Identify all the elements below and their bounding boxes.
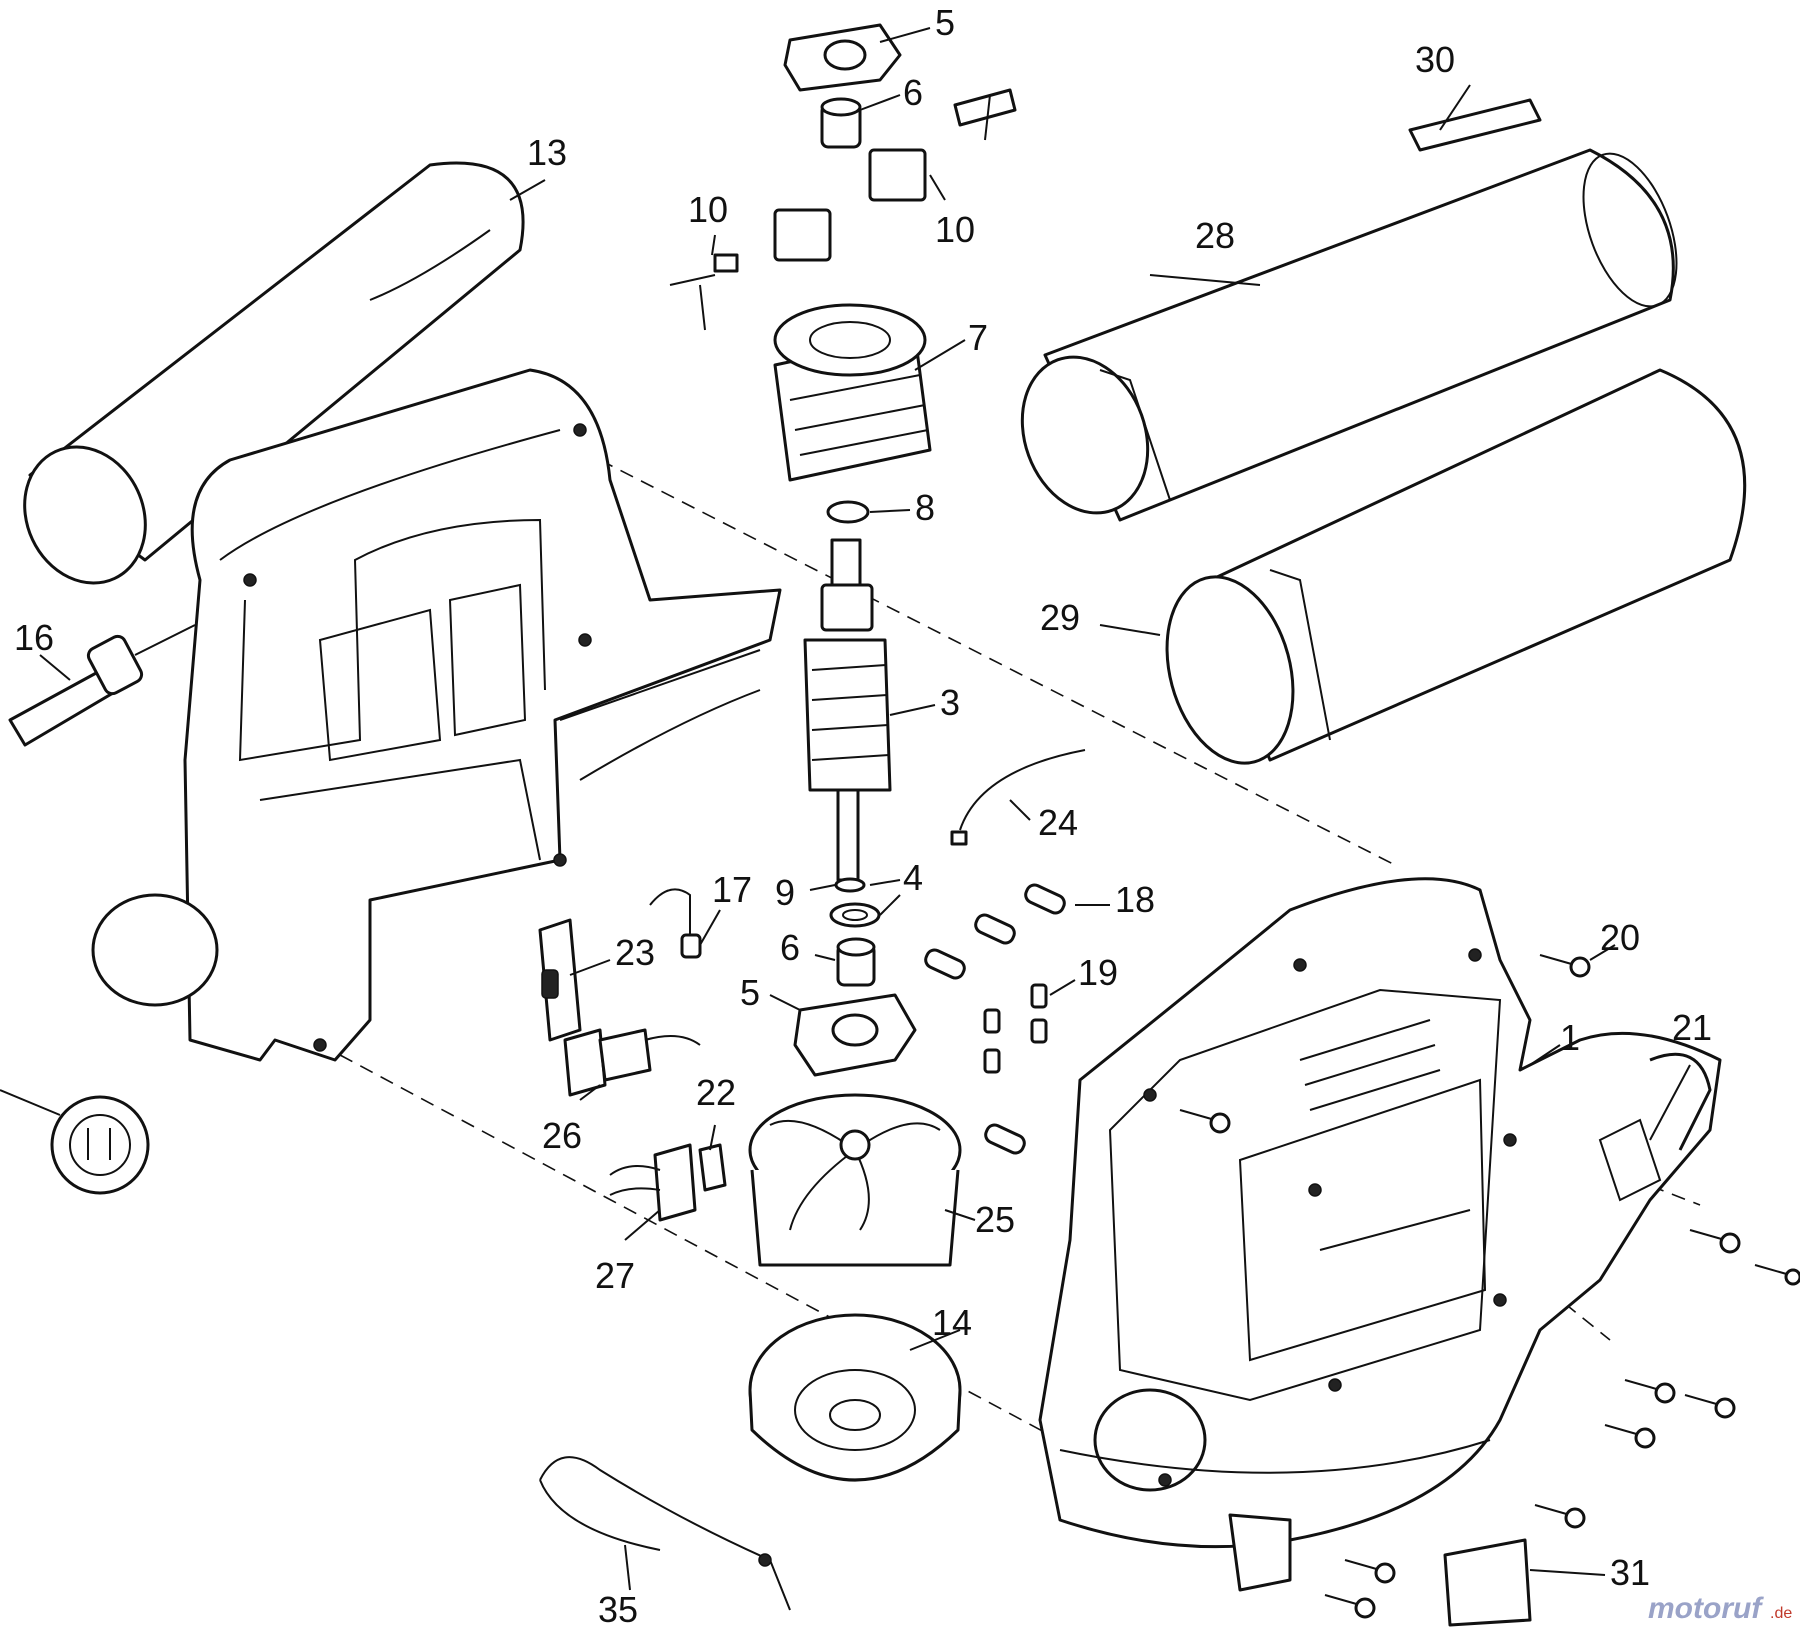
part-5-bearing-plate-top [783,23,902,92]
part-6-bushing-top [820,97,862,149]
part-8-washer [826,500,870,524]
label-part-31: 31 [1610,1552,1650,1593]
part-1-right-housing [1038,877,1722,1592]
label-part-16: 16 [14,617,54,658]
label-part-28: 28 [1195,215,1235,256]
part-18-19-pins [924,883,1066,1155]
watermark-suffix: .de [1770,1605,1792,1622]
part-labels: 5 6 10 10 7 8 3 9 4 6 5 13 16 17 23 26 2… [14,2,1712,1630]
label-part-35: 35 [598,1589,638,1627]
label-part-4: 4 [903,857,923,898]
part-13-blower-tube [23,161,525,585]
label-part-14: 14 [932,1302,972,1343]
label-part-9: 9 [775,872,795,913]
label-part-3: 3 [940,682,960,723]
label-part-23: 23 [615,932,655,973]
part-28-blower-tube [1020,148,1678,522]
label-part-10: 10 [688,189,728,230]
leader-lines [39,27,1691,1591]
part-7-field-coil [773,303,932,482]
part-35-strap [539,1456,791,1611]
part-17-wire-lead [649,888,702,959]
label-part-10: 10 [935,209,975,250]
label-part-1: 1 [1560,1017,1580,1058]
part-16-power-cord [8,624,196,747]
part-21-clip [1598,1118,1662,1202]
cord-plug [0,1089,150,1195]
label-part-29: 29 [1040,597,1080,638]
part-24-wire [950,749,1086,846]
label-part-21: 21 [1672,1007,1712,1048]
part-3-armature [803,538,892,882]
label-part-6-lower: 6 [780,927,800,968]
label-part-5-lower: 5 [740,972,760,1013]
part-31-label-plate [1443,1538,1532,1627]
part-25-fan-impeller [748,1093,962,1267]
watermark-brand: motoruf [1648,1592,1764,1625]
label-part-7: 7 [968,317,988,358]
part-26-switch [563,1028,701,1097]
part-23-switch-plate [538,918,582,1042]
label-part-26: 26 [542,1115,582,1156]
part-30-label [1408,98,1542,152]
part-10-brush-holders [669,88,1017,331]
label-part-18: 18 [1115,879,1155,920]
label-part-6: 6 [903,72,923,113]
parts-9-4-6-lower-bearing-stack [793,877,917,1077]
label-part-8: 8 [915,487,935,528]
label-part-24: 24 [1038,802,1078,843]
label-part-19: 19 [1078,952,1118,993]
label-part-27: 27 [595,1255,635,1296]
label-part-22: 22 [696,1072,736,1113]
label-part-17: 17 [712,869,752,910]
label-part-30: 30 [1415,39,1455,80]
watermark-logo: motoruf .de [1648,1592,1792,1625]
label-part-13: 13 [527,132,567,173]
left-housing-half [91,368,782,1062]
part-29-wide-tube [1165,368,1747,765]
part-14-fan-cover [748,1313,962,1482]
part-22-27-switch-parts [609,1143,727,1222]
label-part-25: 25 [975,1199,1015,1240]
label-part-5: 5 [935,2,955,43]
screws [1179,954,1800,1619]
label-part-20: 20 [1600,917,1640,958]
